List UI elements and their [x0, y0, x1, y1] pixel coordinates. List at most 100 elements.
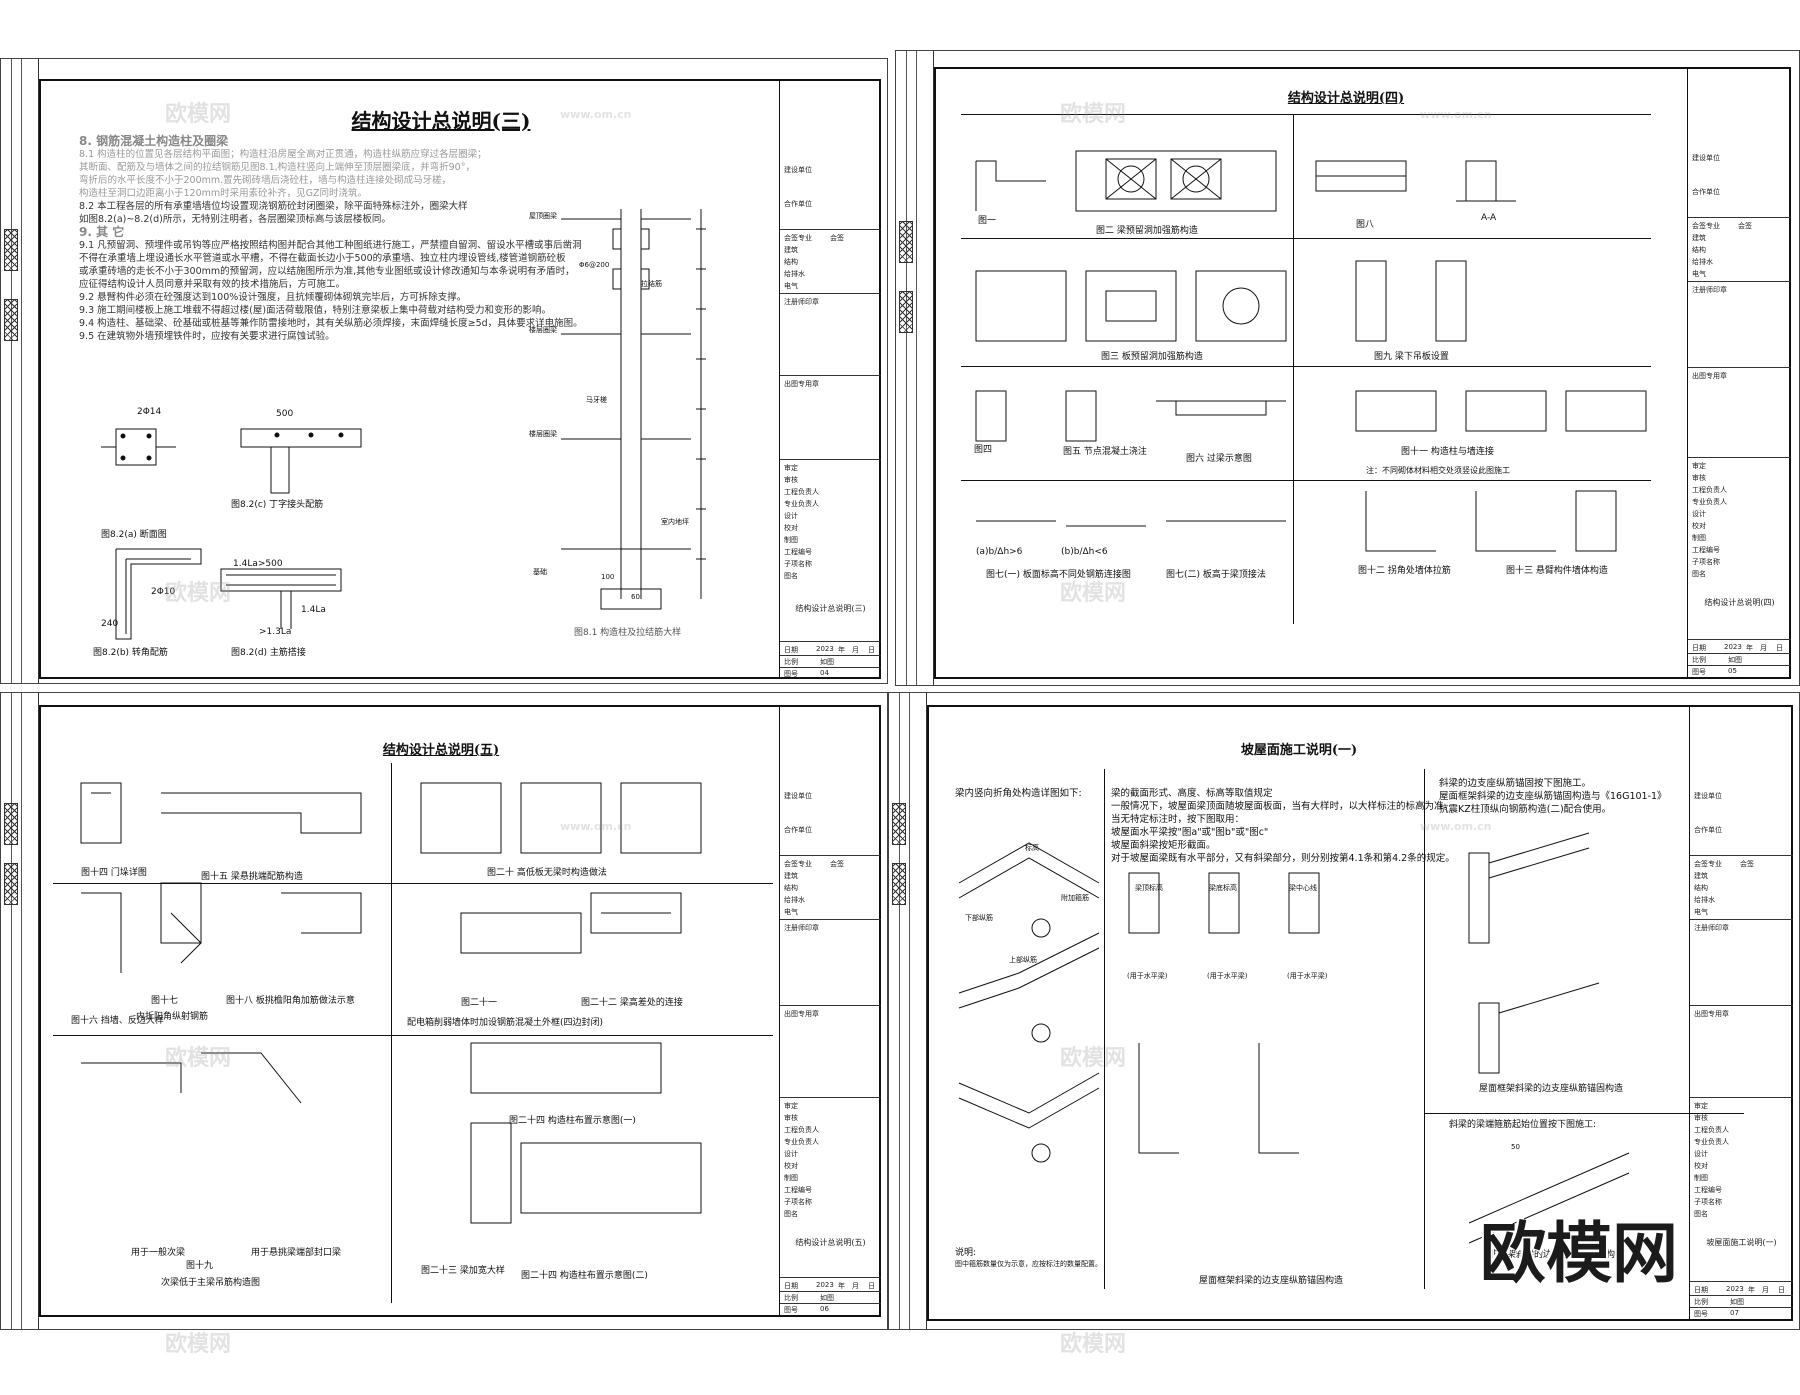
- tb-struct: 结构: [1692, 246, 1706, 254]
- note-heading: 8. 钢筋混凝土构造柱及圈梁: [79, 134, 229, 148]
- caption-fig-19-main: 次梁低于主梁吊筋构造图: [161, 1278, 261, 1288]
- tb-struct: 结构: [1694, 884, 1708, 892]
- drawing-sheet-3: 结构设计总说明(五) 图十四 门垛详图 图十五 梁悬挑端配筋构造 图二十 高低板…: [0, 692, 888, 1330]
- caption-note-label: 说明:: [955, 1248, 977, 1258]
- tb-elec: 电气: [1694, 908, 1708, 916]
- tb-check: 校对: [784, 1162, 798, 1170]
- tb-plumb: 给排水: [1694, 896, 1715, 904]
- tb-cosign: 会签专业: [784, 860, 812, 868]
- label-50: 50: [1511, 1143, 1520, 1151]
- label-elevation: 标高: [1025, 844, 1039, 852]
- sheet-title: 结构设计总说明(四): [1287, 91, 1405, 106]
- tb-month-label: 月: [852, 646, 859, 654]
- caption-fig-7-2: 图七(二) 板高于梁顶接法: [1166, 570, 1266, 580]
- tb-year-label: 年: [838, 646, 845, 654]
- tb-year: 2023: [816, 1281, 834, 1289]
- tb-year: 2023: [1724, 643, 1742, 651]
- note-heading: 9. 其 它: [79, 225, 125, 239]
- note-line: 9.1 凡预留洞、预埋件或吊钩等应严格按照结构图并配合其他工种图纸进行施工，严禁…: [79, 240, 582, 251]
- tb-cosign-label: 会签: [1740, 860, 1754, 868]
- caption-use-b: (用于水平梁): [1207, 972, 1248, 980]
- label-foundation: 基础: [533, 568, 547, 576]
- caption-fig-8-2b: 图8.2(b) 转角配筋: [93, 648, 168, 658]
- tb-pm: 工程负责人: [784, 1126, 819, 1134]
- tb-draft: 制图: [1692, 534, 1706, 542]
- label-floor-beam-2: 楼层圈梁: [529, 430, 557, 438]
- tb-check: 校对: [1692, 522, 1706, 530]
- note-line: 对于坡屋面梁既有水平部分，又有斜梁部分，则分别按第4.1条和第4.2条的规定。: [1111, 853, 1455, 864]
- label-2phi10: 2Φ10: [151, 587, 176, 597]
- tb-sheet-no: 图号: [1694, 1310, 1708, 1318]
- tb-draft: 制图: [784, 536, 798, 544]
- label-lap: 1.4La: [301, 605, 326, 615]
- tb-drawing-name: 坡屋面施工说明(一): [1706, 1238, 1777, 1247]
- title-block: 建设单位 合作单位 会签专业 会签 建筑 结构 给排水 电气 注册师印章 出图专…: [779, 705, 881, 1317]
- caption-fig-frame-slope: 屋面框架斜梁的边支座纵筋锚固构造: [1479, 1084, 1624, 1094]
- caption-fig-1: 图一: [978, 216, 997, 226]
- tb-drawing-label: 图名: [1694, 1210, 1708, 1218]
- tb-struct: 结构: [784, 884, 798, 892]
- note-line: 一般情况下，坡屋面梁顶面随坡屋面板面，当有大样时，以大样标注的标高为准，: [1111, 801, 1454, 812]
- note-line: 不得在承重墙上埋设通长水平管道或水平槽，不得在截面长边小于500的承重墙、独立柱…: [79, 253, 566, 264]
- tb-approve: 审定: [784, 464, 798, 472]
- caption-fig-17: 图十七: [151, 996, 179, 1006]
- tb-approve: 审定: [1692, 462, 1706, 470]
- label-2phi14: 2Φ14: [137, 407, 162, 417]
- tb-seal: 注册师印章: [784, 924, 819, 932]
- caption-fig-24b: 图二十四 构造柱布置示意图(二): [521, 1271, 648, 1281]
- caption-note-text: 图中箍筋数量仅为示意，应按标注的数量配置。: [955, 1260, 1102, 1268]
- tb-design: 设计: [784, 512, 798, 520]
- sheet-title: 坡屋面施工说明(一): [1240, 743, 1358, 758]
- tb-day-label: 日: [1778, 1286, 1785, 1294]
- tb-pm: 工程负责人: [1694, 1126, 1729, 1134]
- note-line: 坡屋面斜梁按矩形截面。: [1111, 840, 1216, 851]
- caption-fig-8-2c: 图8.2(c) 丁字接头配筋: [231, 500, 324, 510]
- caption-use-a: (用于水平梁): [1127, 972, 1168, 980]
- caption-note-11: 注：不同砌体材料相交处须竖设此图施工: [1366, 466, 1510, 475]
- tb-draft: 制图: [1694, 1174, 1708, 1182]
- caption-fig-8-2a: 图8.2(a) 断面图: [101, 530, 167, 540]
- label-indoor-grade: 室内地坪: [661, 518, 689, 526]
- tb-pm: 工程负责人: [1692, 486, 1727, 494]
- tb-pm: 工程负责人: [784, 488, 819, 496]
- tb-draft: 制图: [784, 1174, 798, 1182]
- tb-date: 日期: [784, 1282, 798, 1290]
- tb-design: 设计: [1692, 510, 1706, 518]
- caption-fig-19a: 用于一般次梁: [131, 1248, 186, 1258]
- tb-drawing-name: 结构设计总说明(三): [795, 604, 866, 613]
- tb-stamp: 出图专用章: [784, 380, 819, 388]
- caption-fig-8-2d: 图8.2(d) 主筋搭接: [231, 648, 306, 658]
- note-line: 屋面框架斜梁的边支座纵筋锚固构造与《16G101-1》: [1439, 791, 1667, 802]
- label-100: 100: [601, 573, 615, 581]
- tb-cosign-label: 会签: [1738, 222, 1752, 230]
- tb-drawing-name: 结构设计总说明(五): [795, 1238, 866, 1247]
- binding-strip: [1, 693, 39, 1329]
- tb-sheet-no-value: 06: [820, 1305, 829, 1313]
- caption-fig-15: 图十五 梁悬挑端配筋构造: [201, 872, 303, 882]
- binding-strip: [1, 59, 39, 683]
- caption-stirrup-start: 斜梁的梁端箍筋起始位置按下图施工:: [1449, 1120, 1597, 1130]
- sheet3-details: [61, 763, 761, 1303]
- tb-client: 建设单位: [1692, 154, 1720, 162]
- title-block: 建设单位 合作单位 会签专业 会签 建筑 结构 给排水 电气 注册师印章 出图专…: [779, 79, 881, 679]
- note-line: 抗震KZ柱顶纵向钢筋构造(二)配合使用。: [1439, 804, 1612, 815]
- tb-arch: 建筑: [784, 246, 798, 254]
- caption-fig-20: 图二十 高低板无梁时构造做法: [487, 868, 607, 878]
- drawing-sheet-4: 坡屋面施工说明(一) 梁内竖向折角处构造详图如下: 梁的截面形式、高度、标高等取…: [888, 692, 1800, 1330]
- caption-fig-7-1: 图七(一) 板面标高不同处钢筋连接图: [986, 570, 1131, 580]
- note-line: 弯折后的水平长度不小于200mm.置先砌砖墙后浇砼柱，墙与构造柱连接处砌成马牙槎…: [79, 175, 452, 186]
- tb-check: 校对: [1694, 1162, 1708, 1170]
- tb-lead: 专业负责人: [1692, 498, 1727, 506]
- tb-review: 审核: [1692, 474, 1706, 482]
- title-block: 建设单位 合作单位 会签专业 会签 建筑 结构 给排水 电气 注册师印章 出图专…: [1689, 705, 1793, 1321]
- tb-partner: 合作单位: [1694, 826, 1722, 834]
- notes-left: 梁内竖向折角处构造详图如下:: [955, 787, 1082, 800]
- notes-block: 8. 钢筋混凝土构造柱及圈梁 8.1 构造柱的位置见各层结构平面图；构造柱沿房屋…: [79, 135, 583, 343]
- tb-date: 日期: [1694, 1286, 1708, 1294]
- tb-partner: 合作单位: [784, 826, 812, 834]
- tb-review: 审核: [784, 476, 798, 484]
- tb-subitem: 子项名称: [784, 1198, 812, 1206]
- caption-a-a: A-A: [1481, 213, 1497, 223]
- tb-project-no: 工程编号: [784, 1186, 812, 1194]
- tb-scale-value: 如图: [1728, 656, 1742, 664]
